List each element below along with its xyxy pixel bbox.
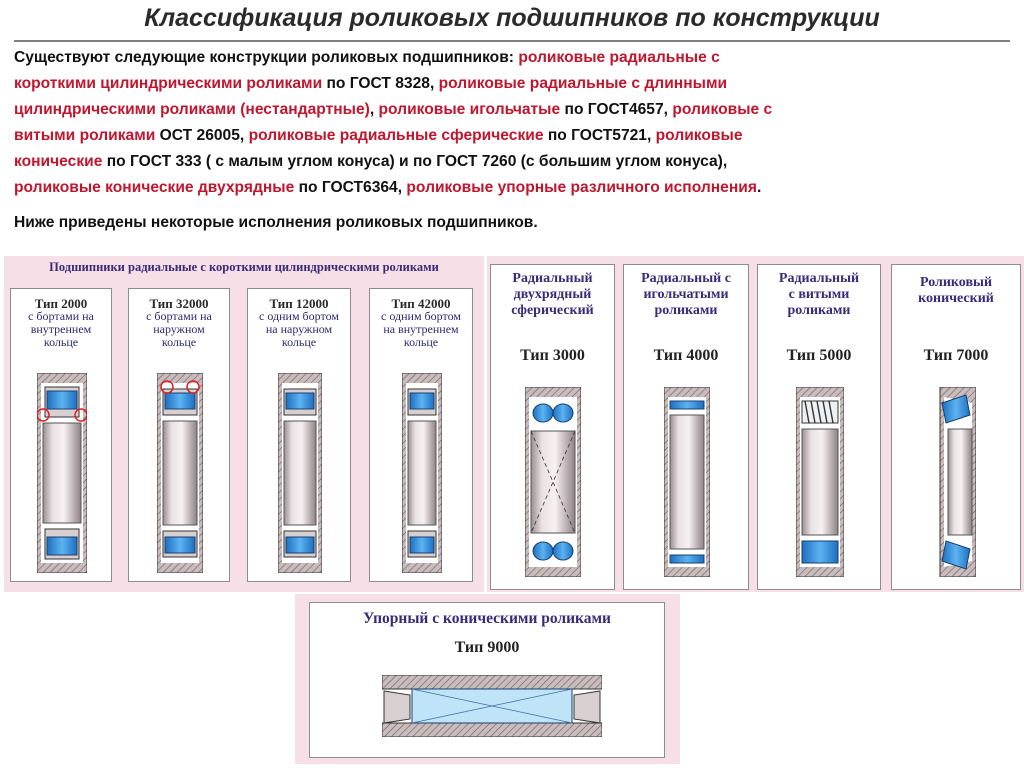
- card-caption: Радиальный с витыми роликами: [758, 271, 880, 319]
- panel-title: Подшипники радиальные с короткими цилинд…: [49, 260, 439, 274]
- bearing-card-3000: Радиальный двухрядный сферический Тип 30…: [490, 264, 615, 590]
- bearing-section-drawing: [402, 373, 442, 573]
- bearing-type: Тип 4000: [653, 347, 719, 364]
- highlight-term: цилиндрическими роликами (нестандартные): [14, 101, 370, 118]
- cylindrical-roller-panel: Подшипники радиальные с короткими цилинд…: [4, 256, 484, 592]
- bearing-type: Тип 9000: [454, 639, 520, 656]
- highlight-term: роликовые радиальные с длинными: [438, 75, 728, 92]
- caption-line: игольчатыми: [643, 287, 729, 302]
- highlight-term: витыми роликами: [14, 127, 156, 144]
- bearing-section-drawing: [796, 387, 844, 577]
- bearing-card-9000: Упорный с коническими роликами Тип 9000: [309, 602, 665, 758]
- caption-line: с бортами на: [146, 309, 212, 323]
- caption-line: двухрядный: [513, 287, 592, 302]
- caption-line: с витыми: [788, 287, 850, 302]
- caption-line: кольце: [281, 335, 317, 349]
- bearing-section-drawing: [664, 387, 710, 577]
- examples-note: Ниже приведены некоторые исполнения роли…: [14, 214, 538, 231]
- other-roller-types-panel: Радиальный двухрядный сферический Тип 30…: [487, 256, 1024, 592]
- highlight-term: роликовые игольчатые: [378, 101, 561, 118]
- bearing-card-7000: Роликовый конический Тип 7000: [891, 264, 1021, 590]
- intro-text: по ГОСТ4657,: [560, 101, 673, 118]
- caption-line: с одним бортом: [259, 309, 339, 323]
- card-caption: Тип 12000 с одним бортом на наружном кол…: [248, 297, 350, 349]
- intro-text: .: [756, 179, 762, 196]
- intro-text: ОСТ 26005,: [155, 127, 249, 144]
- bearing-card-12000: Тип 12000 с одним бортом на наружном кол…: [247, 288, 351, 582]
- caption-line: конический: [918, 291, 994, 306]
- card-caption: Тип 32000 с бортами на наружном кольце: [129, 297, 229, 349]
- caption-line: на внутреннем: [383, 322, 459, 336]
- bearing-card-32000: Тип 32000 с бортами на наружном кольце: [128, 288, 230, 582]
- bearing-type: Тип 12000: [269, 296, 329, 311]
- bearing-card-42000: Тип 42000 с одним бортом на внутреннем к…: [369, 288, 473, 582]
- title-divider: [14, 40, 1010, 42]
- caption-line: с бортами на: [28, 309, 94, 323]
- card-caption: Радиальный двухрядный сферический: [491, 271, 614, 319]
- thrust-bearing-panel: Упорный с коническими роликами Тип 9000: [295, 594, 680, 764]
- caption-line: наружном: [153, 322, 205, 336]
- highlight-term: роликовые радиальные сферические: [248, 127, 544, 144]
- caption-line: с одним бортом: [381, 309, 461, 323]
- bearing-type: Тип 7000: [923, 347, 989, 364]
- bearing-section-drawing: [939, 387, 976, 577]
- bearing-section-drawing: [37, 373, 87, 573]
- card-caption: Роликовый конический: [892, 275, 1020, 307]
- intro-text: по ГОСТ5721,: [543, 127, 656, 144]
- card-caption: Упорный с коническими роликами: [363, 610, 611, 627]
- card-caption: Радиальный с игольчатыми роликами: [624, 271, 748, 319]
- intro-text: ,: [369, 101, 379, 118]
- intro-text: по ГОСТ6364,: [294, 179, 407, 196]
- caption-line: на наружном: [265, 322, 333, 336]
- caption-line: Радиальный: [512, 271, 593, 286]
- bearing-type: Тип 42000: [391, 296, 451, 311]
- page-title: Классификация роликовых подшипников по к…: [144, 4, 880, 32]
- highlight-term: роликовые упорные различного исполнения: [406, 179, 757, 196]
- bearing-type: Тип 3000: [520, 347, 585, 364]
- intro-text: по ГОСТ 8328,: [322, 75, 439, 92]
- bearing-card-4000: Радиальный с игольчатыми роликами Тип 40…: [623, 264, 749, 590]
- card-caption: Тип 2000 с бортами на внутреннем кольце: [11, 297, 111, 349]
- highlight-term: роликовые радиальные с: [518, 49, 720, 66]
- caption-line: роликами: [654, 303, 718, 318]
- bearing-card-2000: Тип 2000 с бортами на внутреннем кольце: [10, 288, 112, 582]
- bearing-type: Тип 2000: [34, 296, 88, 311]
- highlight-term: роликовые конические двухрядные: [14, 179, 295, 196]
- caption-line: кольце: [403, 335, 439, 349]
- caption-line: Радиальный с: [641, 271, 731, 286]
- bearing-section-drawing: [382, 675, 602, 737]
- caption-line: Роликовый: [919, 275, 993, 290]
- card-caption: Тип 42000 с одним бортом на внутреннем к…: [370, 297, 472, 349]
- bearing-card-5000: Радиальный с витыми роликами Тип 5000: [757, 264, 881, 590]
- caption-line: роликами: [787, 303, 851, 318]
- intro-paragraph: Существуют следующие конструкции роликов…: [14, 45, 1014, 201]
- highlight-term: роликовые: [655, 127, 743, 144]
- caption-line: сферический: [511, 303, 594, 318]
- caption-line: внутреннем: [30, 322, 92, 336]
- intro-text: Существуют следующие конструкции роликов…: [14, 49, 519, 66]
- bearing-type: Тип 5000: [786, 347, 852, 364]
- intro-text: по ГОСТ 333 ( с малым углом конуса) и по…: [102, 153, 728, 170]
- bearing-section-drawing: [525, 387, 581, 577]
- highlight-term: короткими цилиндрическими роликами: [14, 75, 323, 92]
- caption-line: кольце: [43, 335, 79, 349]
- highlight-term: роликовые с: [672, 101, 773, 118]
- highlight-term: конические: [14, 153, 103, 170]
- caption-line: Радиальный: [778, 271, 860, 286]
- bearing-type: Тип 32000: [149, 296, 209, 311]
- bearing-section-drawing: [157, 373, 203, 573]
- bearing-section-drawing: [278, 373, 322, 573]
- caption-line: кольце: [161, 335, 197, 349]
